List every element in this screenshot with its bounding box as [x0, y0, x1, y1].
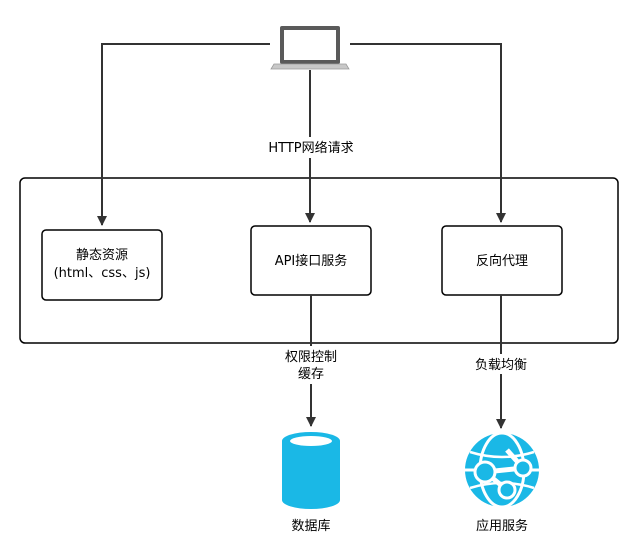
api-service-node: API接口服务: [250, 225, 372, 296]
reverse-proxy-label: 反向代理: [476, 253, 528, 269]
server-container: [19, 177, 619, 344]
app-service-label: 应用服务: [476, 518, 528, 534]
edge-client-to-proxy: [350, 43, 506, 223]
api-service-label: API接口服务: [275, 253, 348, 269]
static-resources-label: 静态资源: [76, 248, 128, 263]
laptop-icon: [270, 26, 350, 70]
edge-label-load-balance: 负载均衡: [475, 358, 527, 373]
edge-label-http-request: HTTP网络请求: [268, 140, 353, 156]
globe-network-icon: [465, 431, 539, 509]
static-resources-sublabel: (html、css、js): [54, 266, 151, 281]
edge-label-cache: 缓存: [298, 367, 324, 382]
database-label: 数据库: [291, 518, 330, 534]
static-resources-node: 静态资源 (html、css、js): [41, 229, 163, 301]
reverse-proxy-node: 反向代理: [441, 225, 563, 296]
edge-label-auth-control: 权限控制: [285, 349, 337, 365]
edge-client-to-static: [97, 43, 270, 226]
database-icon: [282, 432, 340, 509]
